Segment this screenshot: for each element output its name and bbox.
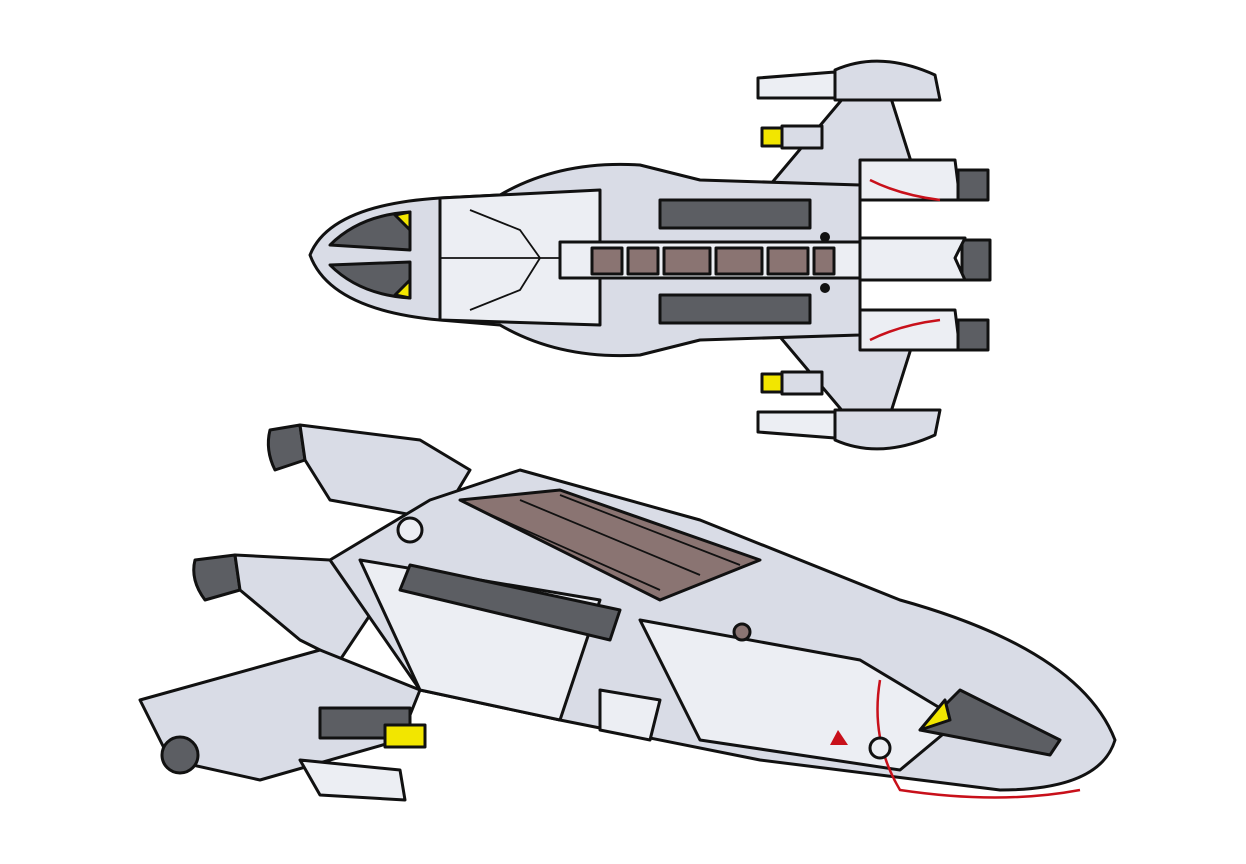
perspective-view-ship — [138, 423, 1117, 802]
top-view-ship — [308, 59, 992, 451]
upper-wing-engine — [756, 70, 837, 100]
upper-wing-pod — [833, 59, 942, 102]
